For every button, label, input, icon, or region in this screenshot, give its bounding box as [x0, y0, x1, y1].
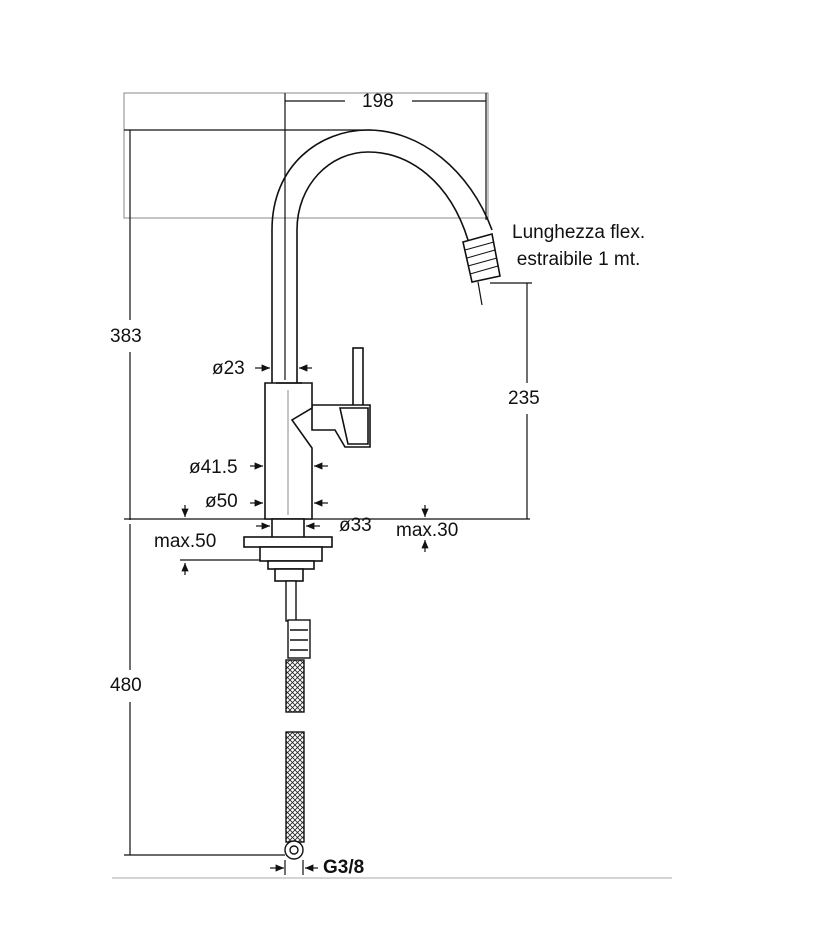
dim-383 [124, 129, 530, 520]
dim-235 [490, 282, 532, 519]
mount-shank [243, 518, 333, 582]
label-198: 198 [362, 91, 394, 112]
label-g3-8: G3/8 [323, 857, 365, 878]
spout [271, 129, 493, 383]
dim-480 [124, 524, 285, 856]
lever [311, 347, 371, 448]
hose-length-note: Lunghezza flex. estraibile 1 mt. [512, 220, 645, 273]
note-line-1: Lunghezza flex. [512, 222, 646, 243]
dim-arrows [180, 364, 429, 875]
label-383: 383 [110, 326, 142, 347]
faucet-body [264, 382, 313, 520]
spray-head [462, 232, 501, 306]
dim-198 [284, 93, 487, 380]
reference-box [123, 92, 489, 219]
label-diameter-23: ø23 [212, 358, 245, 379]
label-max-50: max.50 [154, 531, 217, 552]
label-diameter-41-5: ø41.5 [189, 457, 238, 478]
label-diameter-50: ø50 [205, 491, 238, 512]
supply-hoses [284, 580, 311, 860]
label-235: 235 [508, 388, 540, 409]
label-480: 480 [110, 675, 142, 696]
note-line-2: estraibile 1 mt. [516, 248, 641, 270]
label-diameter-33: ø33 [339, 515, 372, 536]
label-max-30: max.30 [396, 520, 459, 541]
